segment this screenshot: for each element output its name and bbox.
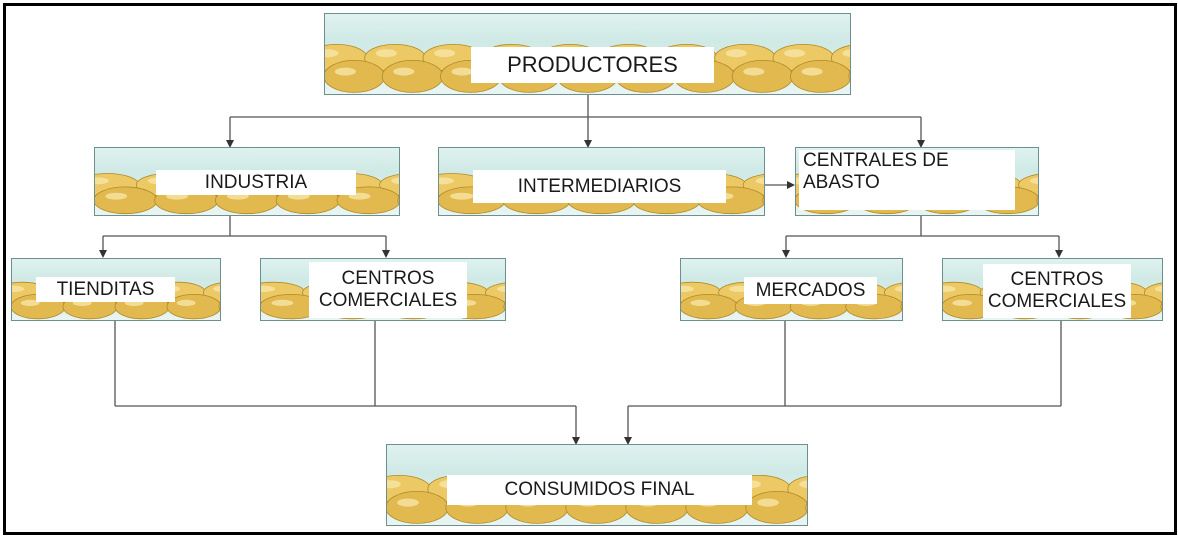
potato-highlight bbox=[690, 299, 711, 306]
potato-highlight bbox=[729, 285, 749, 292]
label-intermediarios: INTERMEDIARIOS bbox=[473, 170, 726, 203]
label-consumidos-final: CONSUMIDOS FINAL bbox=[447, 475, 752, 505]
potato-highlight bbox=[1154, 285, 1162, 292]
potato-shape bbox=[681, 294, 738, 320]
label-centros-comerciales-left: CENTROS COMERCIALES bbox=[309, 262, 467, 318]
potato-shape bbox=[95, 186, 158, 215]
potato-highlight bbox=[105, 192, 128, 200]
potato-shape bbox=[503, 302, 505, 311]
label-centros-right-line2: COMERCIALES bbox=[987, 291, 1127, 312]
potato-highlight bbox=[397, 498, 419, 507]
potato-highlight bbox=[375, 49, 397, 58]
potato-highlight bbox=[387, 480, 401, 489]
node-productores: PRODUCTORES bbox=[324, 13, 851, 95]
potato-highlight bbox=[894, 285, 902, 292]
connector-lines bbox=[99, 95, 1063, 445]
potato-shape bbox=[848, 71, 850, 82]
potato-highlight bbox=[334, 67, 356, 76]
potato-highlight bbox=[325, 49, 339, 58]
potato-highlight bbox=[497, 285, 505, 292]
potato-highlight bbox=[439, 177, 454, 185]
node-intermediarios: INTERMEDIARIOS bbox=[438, 147, 765, 216]
label-centros-left-line1: CENTROS bbox=[341, 268, 435, 290]
potato-shape bbox=[387, 491, 449, 524]
potato-shape bbox=[731, 60, 794, 93]
potato-highlight bbox=[213, 285, 220, 292]
potato-highlight bbox=[784, 49, 806, 58]
potato-highlight bbox=[757, 498, 779, 507]
node-tienditas: TIENDITAS bbox=[11, 258, 221, 321]
label-tienditas: TIENDITAS bbox=[36, 277, 175, 302]
label-centros-right-line1: CENTROS bbox=[1010, 269, 1104, 291]
label-productores: PRODUCTORES bbox=[471, 47, 714, 83]
potato-highlight bbox=[1030, 177, 1038, 185]
potato-shape bbox=[218, 302, 220, 311]
node-consumidos-final: CONSUMIDOS FINAL bbox=[386, 444, 808, 526]
label-centrales-line2: ABASTO bbox=[803, 171, 880, 193]
potato-highlight bbox=[95, 177, 109, 185]
potato-highlight bbox=[271, 299, 294, 306]
node-industria: INDUSTRIA bbox=[94, 147, 400, 216]
potato-shape bbox=[1160, 302, 1162, 311]
potato-highlight bbox=[391, 177, 399, 185]
potato-shape bbox=[1036, 195, 1038, 205]
potato-highlight bbox=[952, 299, 973, 306]
potato-shape bbox=[790, 60, 850, 93]
potato-highlight bbox=[725, 49, 747, 58]
potato-shape bbox=[325, 60, 385, 93]
label-industria: INDUSTRIA bbox=[156, 170, 356, 195]
label-mercados: MERCADOS bbox=[744, 277, 877, 304]
potato-highlight bbox=[943, 285, 956, 292]
potato-highlight bbox=[434, 49, 456, 58]
potato-highlight bbox=[20, 299, 40, 306]
potato-highlight bbox=[801, 67, 823, 76]
node-centrales-de-abasto: CENTRALES DE ABASTO bbox=[795, 147, 1039, 216]
potato-shape bbox=[805, 502, 807, 513]
label-centros-comerciales-right: CENTROS COMERCIALES bbox=[983, 264, 1131, 318]
potato-highlight bbox=[799, 480, 807, 489]
potato-shape bbox=[762, 195, 764, 205]
label-centros-left-line2: COMERCIALES bbox=[318, 290, 458, 311]
potato-highlight bbox=[393, 67, 415, 76]
node-mercados: MERCADOS bbox=[680, 258, 903, 321]
potato-shape bbox=[900, 302, 902, 311]
label-centrales-de-abasto: CENTRALES DE ABASTO bbox=[799, 150, 1015, 210]
potato-highlight bbox=[681, 285, 694, 292]
potato-highlight bbox=[451, 67, 473, 76]
potato-highlight bbox=[12, 285, 24, 292]
potato-shape bbox=[397, 195, 399, 205]
potato-highlight bbox=[261, 285, 275, 292]
potato-highlight bbox=[176, 299, 196, 306]
potato-highlight bbox=[755, 177, 764, 185]
node-centros-comerciales-right: CENTROS COMERCIALES bbox=[942, 258, 1163, 321]
diagram-frame: PRODUCTORES INDUSTRIA INTERMEDIARIOS CEN… bbox=[3, 3, 1177, 535]
potato-highlight bbox=[743, 67, 765, 76]
potato-highlight bbox=[842, 49, 850, 58]
potato-highlight bbox=[450, 192, 474, 200]
node-centros-comerciales-left: CENTROS COMERCIALES bbox=[260, 258, 506, 321]
potato-shape bbox=[745, 491, 807, 524]
potato-shape bbox=[381, 60, 444, 93]
label-centrales-line1: CENTRALES DE bbox=[803, 150, 949, 171]
